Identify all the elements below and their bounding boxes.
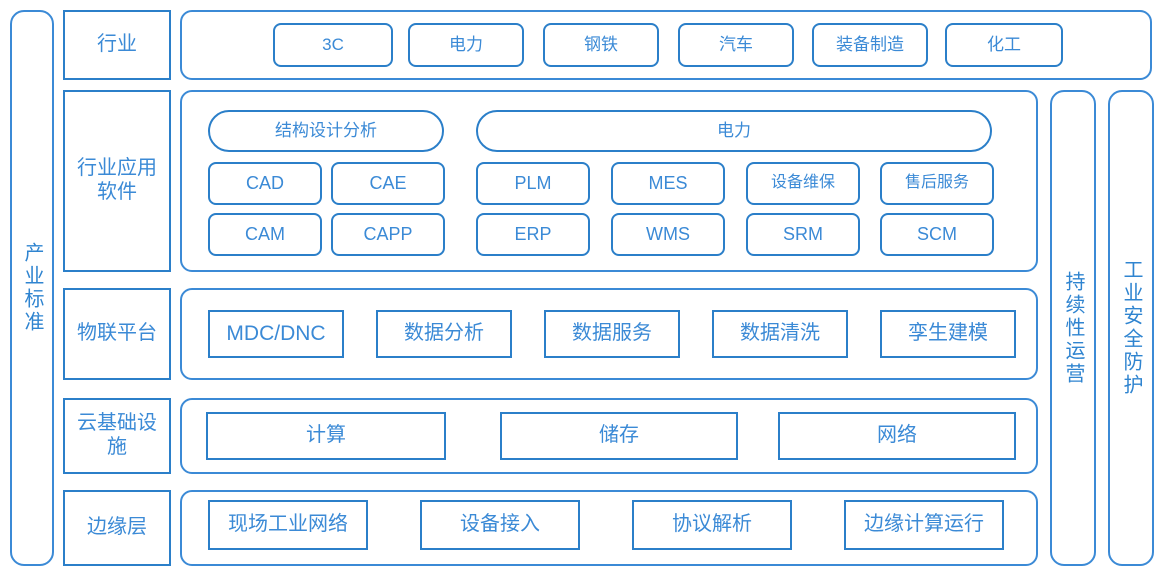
industry-chip-steel[interactable]: 钢铁 bbox=[543, 23, 659, 67]
industry-chip-automotive[interactable]: 汽车 bbox=[678, 23, 794, 67]
cloud-chip-compute[interactable]: 计算 bbox=[206, 412, 446, 460]
industry-chip-power[interactable]: 电力 bbox=[408, 23, 524, 67]
app-chip-cad[interactable]: CAD bbox=[208, 162, 322, 205]
app-chip-scm[interactable]: SCM bbox=[880, 213, 994, 256]
stage-label-app-software: 行业应用 软件 bbox=[63, 90, 171, 272]
iot-chip-data-service[interactable]: 数据服务 bbox=[544, 310, 680, 358]
app-chip-mes[interactable]: MES bbox=[611, 162, 725, 205]
stage-label-iot-platform: 物联平台 bbox=[63, 288, 171, 380]
rail-industry-standards: 产业标准 bbox=[10, 10, 54, 566]
app-group-title-structural-design[interactable]: 结构设计分析 bbox=[208, 110, 444, 152]
stage-label-edge: 边缘层 bbox=[63, 490, 171, 566]
app-chip-capp[interactable]: CAPP bbox=[331, 213, 445, 256]
app-chip-cae[interactable]: CAE bbox=[331, 162, 445, 205]
industry-chip-equipment-manufacturing[interactable]: 装备制造 bbox=[812, 23, 928, 67]
app-group-title-power[interactable]: 电力 bbox=[476, 110, 992, 152]
app-chip-cam[interactable]: CAM bbox=[208, 213, 322, 256]
industry-chip-3c[interactable]: 3C bbox=[273, 23, 393, 67]
app-chip-equipment-maintenance[interactable]: 设备维保 bbox=[746, 162, 860, 205]
cloud-chip-network[interactable]: 网络 bbox=[778, 412, 1016, 460]
iot-chip-data-analysis[interactable]: 数据分析 bbox=[376, 310, 512, 358]
iot-chip-mdc-dnc[interactable]: MDC/DNC bbox=[208, 310, 344, 358]
cloud-chip-storage[interactable]: 储存 bbox=[500, 412, 738, 460]
edge-chip-device-access[interactable]: 设备接入 bbox=[420, 500, 580, 550]
stage-label-cloud-infra: 云基础设 施 bbox=[63, 398, 171, 474]
app-chip-srm[interactable]: SRM bbox=[746, 213, 860, 256]
edge-chip-field-industrial-network[interactable]: 现场工业网络 bbox=[208, 500, 368, 550]
edge-chip-edge-computing-runtime[interactable]: 边缘计算运行 bbox=[844, 500, 1004, 550]
industry-chip-chemical[interactable]: 化工 bbox=[945, 23, 1063, 67]
iot-chip-digital-twin-modeling[interactable]: 孪生建模 bbox=[880, 310, 1016, 358]
rail-industry-standards-label: 产业标准 bbox=[21, 242, 43, 334]
app-chip-after-sales-service[interactable]: 售后服务 bbox=[880, 162, 994, 205]
app-chip-wms[interactable]: WMS bbox=[611, 213, 725, 256]
iot-chip-data-cleaning[interactable]: 数据清洗 bbox=[712, 310, 848, 358]
rail-industrial-security: 工业安全防护 bbox=[1108, 90, 1154, 566]
app-chip-erp[interactable]: ERP bbox=[476, 213, 590, 256]
stage-label-industry: 行业 bbox=[63, 10, 171, 80]
edge-chip-protocol-parsing[interactable]: 协议解析 bbox=[632, 500, 792, 550]
rail-industrial-security-label: 工业安全防护 bbox=[1120, 259, 1142, 397]
rail-continuous-operations-label: 持续性运营 bbox=[1062, 270, 1084, 386]
rail-continuous-operations: 持续性运营 bbox=[1050, 90, 1096, 566]
app-chip-plm[interactable]: PLM bbox=[476, 162, 590, 205]
